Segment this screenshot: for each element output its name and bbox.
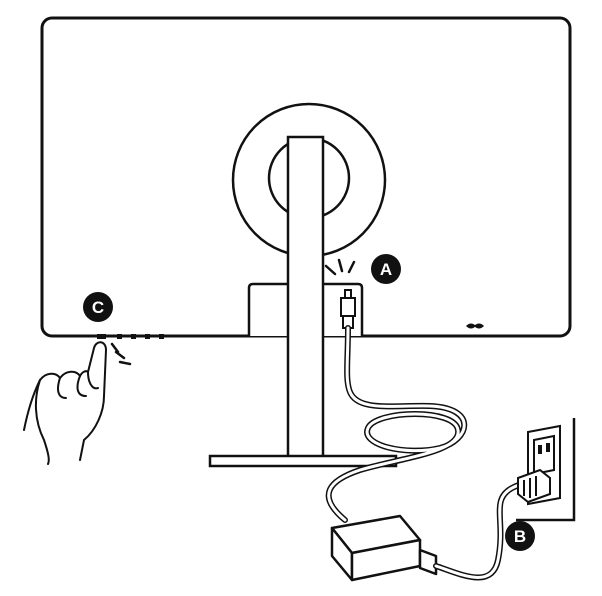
- press-marks: [110, 342, 132, 366]
- stand-neck: [286, 135, 325, 461]
- callout-a-label: A: [380, 260, 392, 279]
- wall-edge: [516, 418, 576, 522]
- power-cable-dc: [325, 325, 468, 523]
- logo-mark-icon: [466, 323, 484, 329]
- power-adapter-icon: [330, 514, 438, 582]
- callout-b-badge: B: [505, 521, 535, 551]
- callout-c-label: C: [92, 298, 104, 317]
- callout-a-badge: A: [371, 254, 401, 284]
- callout-b-label: B: [514, 527, 526, 546]
- ac-plug-icon: [517, 468, 551, 504]
- callout-c-badge: C: [83, 292, 113, 322]
- hand-pressing-icon: [23, 341, 107, 465]
- stand-base: [208, 454, 398, 468]
- control-buttons: [97, 334, 164, 339]
- attention-marks: [324, 258, 356, 276]
